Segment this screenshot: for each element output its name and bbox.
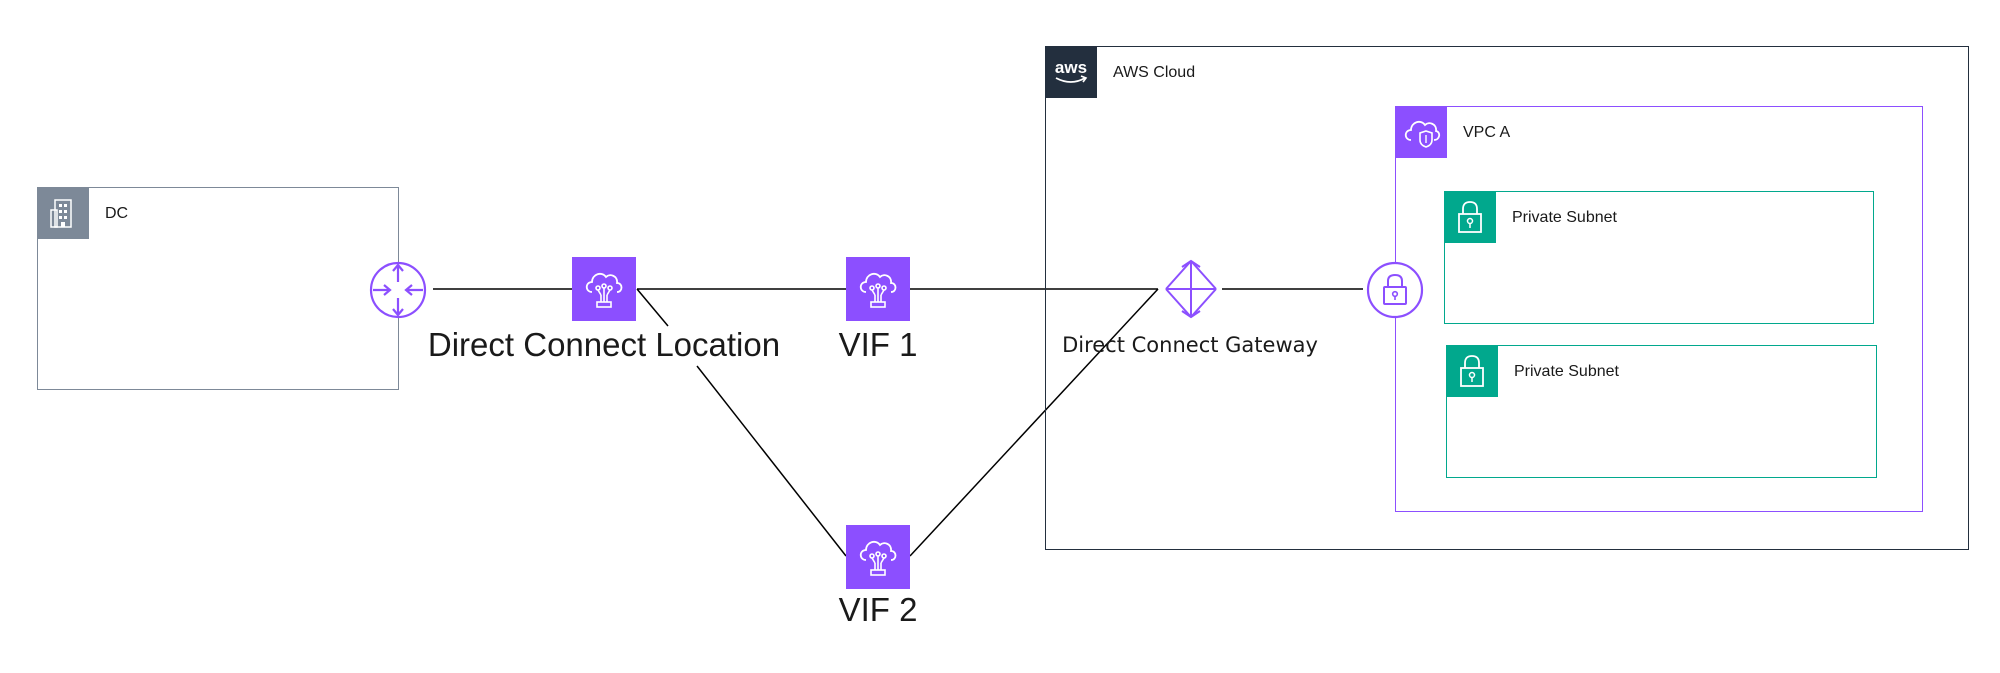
- svg-text:aws: aws: [1055, 58, 1087, 77]
- aws-cloud-group: aws AWS Cloud: [1045, 46, 1969, 550]
- aws-cloud-title: AWS Cloud: [1113, 64, 1196, 81]
- aws-logo-icon: aws: [1045, 46, 1097, 98]
- dx-location-label: Direct Connect Location: [427, 326, 781, 363]
- vif2-node: [846, 525, 910, 589]
- vif1-label: VIF 1: [838, 326, 918, 363]
- direct-connect-icon: [585, 272, 623, 308]
- router-icon: [368, 260, 428, 320]
- vpc-group: VPC A: [1395, 106, 1923, 512]
- lock-icon: [1444, 191, 1496, 243]
- vpc-icon: [1395, 106, 1447, 158]
- edge-vif2-dxgateway: [909, 288, 1159, 557]
- dx-gateway-label: Direct Connect Gateway: [1062, 333, 1318, 357]
- lock-icon: [1446, 345, 1498, 397]
- vpc-title: VPC A: [1463, 124, 1511, 141]
- dx-location-node: [572, 257, 636, 321]
- vif1-node: [846, 257, 910, 321]
- virtual-private-gateway-icon: [1365, 260, 1425, 320]
- subnet-1-title: Private Subnet: [1512, 209, 1617, 226]
- dc-title: DC: [105, 205, 129, 222]
- direct-connect-gateway-icon: [1162, 259, 1220, 319]
- dc-group: DC: [37, 187, 399, 390]
- vif2-label: VIF 2: [838, 591, 918, 628]
- subnet-2-title: Private Subnet: [1514, 363, 1619, 380]
- direct-connect-icon: [859, 272, 897, 308]
- edge-dxlocation-vif2-b: [696, 365, 847, 557]
- edge-dxlocation-vif2-a: [636, 288, 669, 327]
- building-icon: [37, 187, 89, 239]
- direct-connect-icon: [859, 540, 897, 576]
- private-subnet-2: Private Subnet: [1446, 345, 1877, 478]
- private-subnet-1: Private Subnet: [1444, 191, 1874, 324]
